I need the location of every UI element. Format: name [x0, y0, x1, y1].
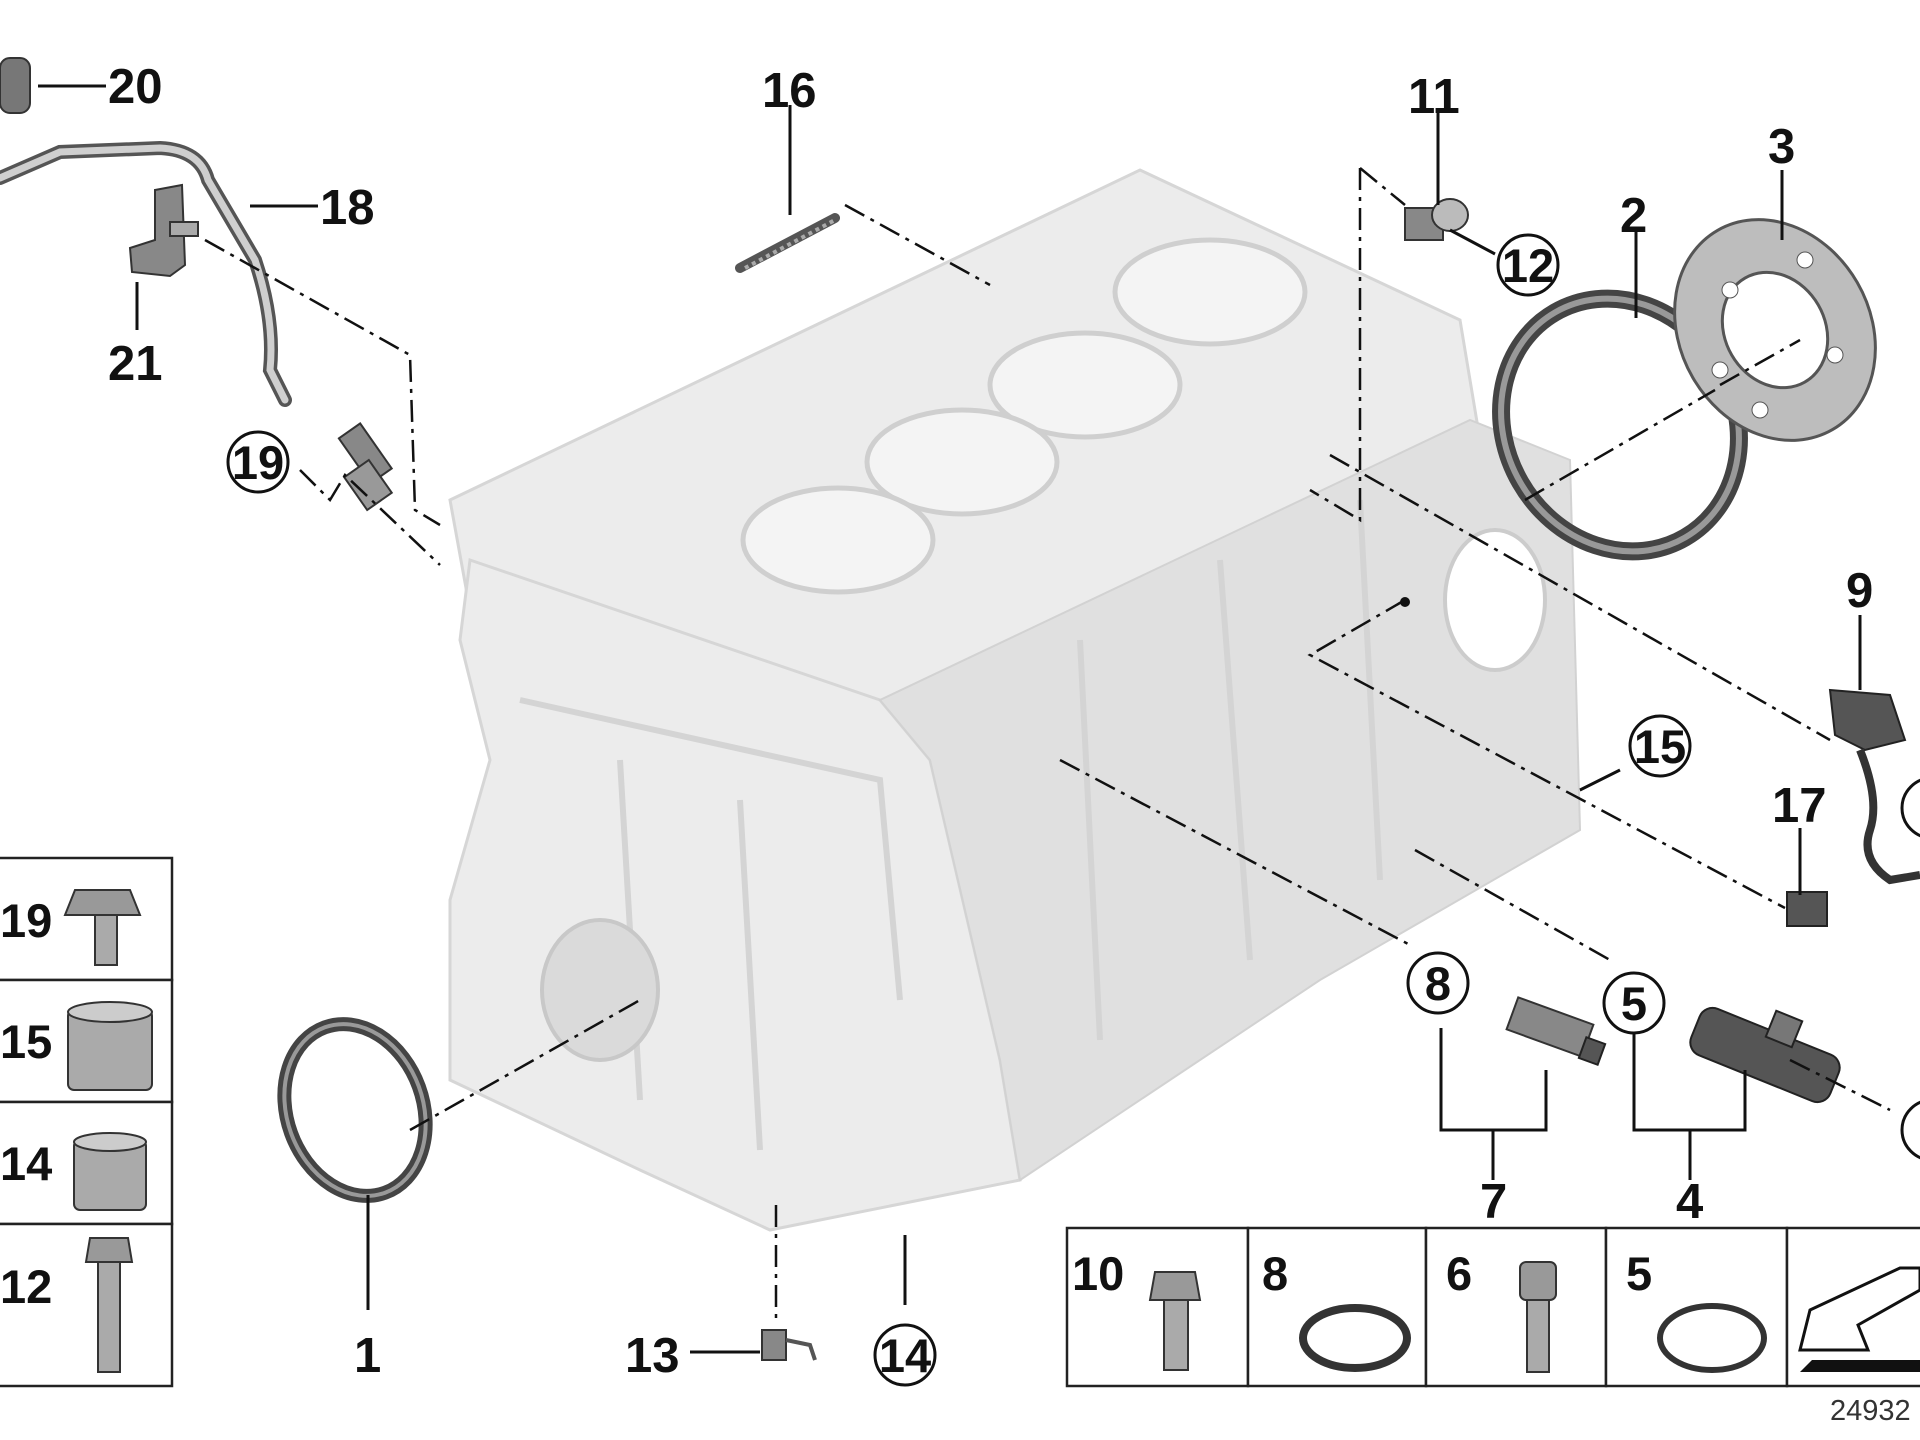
part-13-clip [761, 1329, 817, 1361]
part-20-cap [0, 57, 31, 114]
engine-block [448, 168, 1582, 1232]
bottom-table-label-6: 6 [1446, 1247, 1472, 1300]
label-4: 4 [1676, 1175, 1703, 1229]
socket-bolt-icon [1519, 1261, 1557, 1373]
long-bolt-icon [84, 1237, 134, 1373]
circled-labels [226, 233, 1920, 1387]
label-2: 2 [1620, 189, 1647, 243]
sleeve-small-icon [73, 1132, 147, 1211]
bottom-table-label-10: 10 [1072, 1247, 1124, 1300]
leader-lines [38, 84, 1862, 1354]
direction-arrow-icon [1798, 1266, 1920, 1372]
left-parts-table: 19 15 14 12 [0, 856, 174, 1388]
label-16: 16 [762, 64, 817, 118]
label-18: 18 [320, 181, 375, 235]
bottom-table-label-8: 8 [1262, 1247, 1288, 1300]
part-5-solenoid [1689, 1006, 1841, 1104]
part-9-sensor [1828, 688, 1920, 885]
label-21: 21 [108, 337, 163, 391]
part-19-fitting [337, 422, 394, 512]
label-15-circled: 15 [1634, 720, 1686, 773]
left-table-label-14: 14 [0, 1137, 52, 1190]
part-18-pipe [0, 140, 292, 407]
label-20: 20 [108, 60, 163, 114]
label-9: 9 [1846, 564, 1873, 618]
label-8-circled: 8 [1425, 957, 1451, 1010]
part-labels: 20 18 21 16 11 3 2 9 17 7 4 1 13 19 12 1… [108, 60, 1873, 1383]
hex-bolt-icon [1148, 1271, 1202, 1371]
label-3: 3 [1768, 120, 1795, 174]
label-14-circled: 14 [879, 1329, 931, 1382]
bottom-table-label-5: 5 [1626, 1247, 1652, 1300]
part-17-clip [1786, 891, 1828, 927]
part-11-sensor [1404, 198, 1469, 241]
label-5-circled: 5 [1621, 977, 1647, 1030]
label-7: 7 [1480, 1175, 1507, 1229]
label-19-circled: 19 [232, 436, 284, 489]
sleeve-large-icon [67, 1001, 153, 1091]
reference-number: 24932 [1830, 1395, 1911, 1427]
left-table-label-15: 15 [0, 1015, 52, 1068]
o-ring-small-icon [1657, 1303, 1767, 1373]
part-1-seal [277, 1017, 433, 1203]
label-13: 13 [625, 1329, 680, 1383]
bottom-parts-table: 10 8 6 5 [1065, 1226, 1920, 1388]
part-16-bolt [735, 213, 840, 273]
label-1: 1 [354, 1329, 381, 1383]
label-11: 11 [1408, 70, 1460, 124]
part-3-plate [1673, 218, 1877, 442]
part-8-sensor [1505, 996, 1607, 1067]
part-21-bracket [128, 183, 199, 278]
label-12-circled: 12 [1502, 239, 1554, 292]
flange-bolt-icon [63, 889, 142, 966]
label-17: 17 [1772, 779, 1827, 833]
left-table-label-12: 12 [0, 1260, 52, 1313]
assembly-lines [204, 167, 1891, 1325]
left-table-label-19: 19 [0, 894, 52, 947]
o-ring-icon [1299, 1304, 1411, 1372]
